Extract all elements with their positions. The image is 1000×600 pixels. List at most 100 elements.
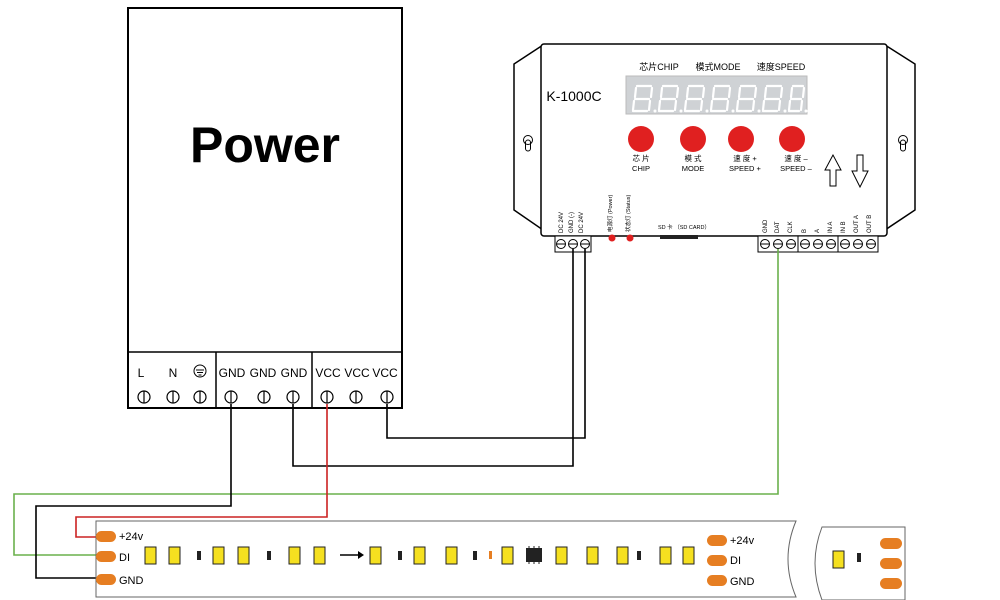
model-label: K-1000C — [546, 88, 601, 104]
resistor — [197, 551, 201, 560]
chip-button-label-en: CHIP — [632, 164, 650, 173]
pad-segment-3 — [880, 578, 902, 589]
keyhole-right-icon — [898, 135, 908, 152]
terminal-label-a: A — [815, 229, 821, 233]
wire-vcc-red — [75, 404, 328, 538]
header-speed: 速度SPEED — [757, 61, 806, 72]
arrow-down-icon — [851, 154, 869, 189]
wire-vcc-to-controller — [386, 249, 586, 439]
power-title: Power — [190, 117, 340, 173]
terminal-label-gnd-3: GND — [281, 366, 308, 380]
screw-terminal-gnd-2 — [257, 390, 271, 404]
led-chip — [168, 546, 181, 565]
led-chip — [616, 546, 629, 565]
sd-card-slot[interactable] — [660, 235, 698, 239]
speed-down-label-cn: 速 度 – — [784, 153, 808, 163]
terminal-label-gnd-1: GND — [219, 366, 246, 380]
screw-terminal-earth — [193, 390, 207, 404]
led-chip — [413, 546, 426, 565]
power-supply: Power L N GND GND GND VCC VCC VCC — [127, 7, 403, 409]
chip-button[interactable] — [628, 126, 654, 152]
screw-terminal-n — [166, 390, 180, 404]
terminal-label-gnd-2: GND — [250, 366, 277, 380]
terminal-label-n: N — [169, 366, 178, 380]
pad-gnd-right — [707, 575, 727, 586]
pad-label-gnd-left: GND — [119, 575, 144, 587]
ic-chip — [526, 546, 542, 564]
power-led-label: 电源灯 (Power) — [606, 195, 614, 232]
resistor — [473, 551, 477, 560]
terminal-label-b: B — [802, 229, 808, 233]
terminal-label-vcc-3: VCC — [372, 366, 398, 380]
controller: 芯片CHIP 模式MODE 速度SPEED K-1000C 芯 片 CHIP 模… — [513, 43, 916, 253]
status-led — [626, 234, 634, 242]
led-chip — [237, 546, 250, 565]
terminal-label-in-b: IN B — [841, 221, 847, 233]
chip-button-label-cn: 芯 片 — [632, 153, 649, 163]
pad-segment-2 — [880, 558, 902, 569]
led-chip — [501, 546, 514, 565]
led-chip — [212, 546, 225, 565]
header-chip: 芯片CHIP — [639, 61, 679, 72]
mode-button-label-en: MODE — [682, 164, 705, 173]
terminal-label-vcc-2: VCC — [344, 366, 370, 380]
mounting-ear-left — [513, 43, 544, 232]
sd-card-label: SD 卡 （SD CARD） — [658, 223, 710, 231]
led-chip — [555, 546, 568, 565]
pad-label-gnd-right: GND — [730, 576, 755, 588]
screw-terminal-vcc-3 — [380, 390, 394, 404]
led-chip — [288, 546, 301, 565]
pad-di-left — [96, 551, 116, 562]
wire-gnd-black — [35, 404, 232, 579]
seven-segment-display — [625, 75, 808, 115]
terminal-label-in-a: IN A — [828, 222, 834, 233]
arrow-up-icon — [824, 153, 842, 187]
header-mode: 模式MODE — [695, 61, 740, 72]
led-chip — [369, 546, 382, 565]
pad-label-24v-left: +24v — [119, 531, 144, 543]
terminal-label-dc24v-1: DC 24V — [559, 212, 565, 233]
speed-down-label-en: SPEED – — [780, 164, 813, 173]
led-chip — [832, 550, 845, 569]
terminal-label-l: L — [138, 366, 145, 380]
led-chip — [586, 546, 599, 565]
terminal-label-dat: DAT — [775, 221, 781, 233]
terminal-label-out-a: OUT A — [854, 215, 860, 233]
resistor — [398, 551, 402, 560]
pad-gnd-left — [96, 574, 116, 585]
signal-terminal-block — [757, 235, 879, 253]
pad-di-right — [707, 555, 727, 566]
resistor — [267, 551, 271, 560]
speed-down-button[interactable] — [779, 126, 805, 152]
led-strip: +24v DI GND +24v DI GND — [95, 520, 906, 600]
power-led — [608, 234, 616, 242]
screw-terminal-gnd-3 — [286, 390, 300, 404]
power-input-terminal-block — [554, 235, 592, 253]
led-chip — [313, 546, 326, 565]
screw-terminal-l — [137, 390, 151, 404]
pad-label-di-left: DI — [119, 552, 130, 564]
wire-gnd-to-controller — [292, 249, 574, 467]
resistor — [857, 553, 861, 562]
speed-up-button[interactable] — [728, 126, 754, 152]
terminal-label-clk: CLK — [788, 221, 794, 233]
terminal-label-vcc-1: VCC — [315, 366, 341, 380]
speed-up-label-en: SPEED + — [729, 164, 762, 173]
speed-up-label-cn: 速 度 + — [733, 153, 757, 163]
resistor — [637, 551, 641, 560]
resistor-orange — [489, 551, 492, 559]
terminal-label-out-b: OUT B — [867, 215, 873, 233]
led-chip — [144, 546, 157, 565]
pad-24v-left — [96, 531, 116, 542]
mode-button[interactable] — [680, 126, 706, 152]
led-chip — [682, 546, 695, 565]
screw-terminal-vcc-2 — [349, 390, 363, 404]
mounting-ear-right — [884, 43, 916, 232]
direction-arrow-icon — [340, 551, 364, 559]
screw-terminal-vcc-1 — [320, 390, 334, 404]
pad-label-24v-right: +24v — [730, 535, 755, 547]
led-chip — [659, 546, 672, 565]
terminal-label-gnd-minus: GND (-) — [569, 212, 575, 233]
terminal-label-dc24v-2: DC 24V — [579, 212, 585, 233]
